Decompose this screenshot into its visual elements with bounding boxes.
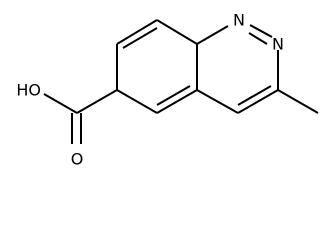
- bond-c8-c7: [116, 19, 158, 45]
- bond-c5-c4a-inner: [156, 85, 191, 106]
- bond-methyl: [277, 89, 319, 114]
- bond-c7-c8-inner: [122, 27, 158, 49]
- bond-n1-n2: [249, 24, 273, 38]
- structure-canvas: N N HO O: [16, 11, 319, 169]
- bond-c3-c4: [237, 89, 279, 114]
- bond-n1-n2-inner: [248, 32, 268, 45]
- atom-label-n1: N: [233, 11, 245, 30]
- atom-label-carbonyl-oxygen: O: [71, 150, 84, 169]
- bond-c4-c4a: [196, 89, 239, 114]
- bond-c6-c5: [116, 89, 158, 114]
- cinnolinecarboxylic-acid-structure: N N HO O: [16, 11, 319, 169]
- atom-label-n2: N: [272, 35, 284, 54]
- bond-c8a-n1: [196, 25, 229, 45]
- bond-c8a-c8: [156, 19, 198, 45]
- bond-c5-c4a: [156, 89, 198, 114]
- bond-carboxyl-hydroxyl: [43, 93, 78, 114]
- bond-c3-c4-inner: [237, 85, 272, 106]
- atom-label-hydroxyl: HO: [16, 81, 41, 100]
- bond-c6-carboxyl: [76, 89, 118, 114]
